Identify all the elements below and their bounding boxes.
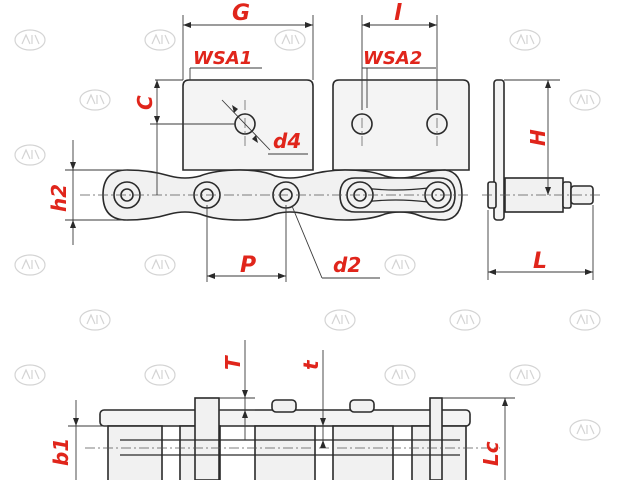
dimension-lines: [65, 15, 594, 282]
label-G: G: [232, 1, 250, 26]
label-d2: d2: [333, 253, 361, 277]
label-WSA2: WSA2: [363, 48, 422, 69]
label-L: L: [533, 249, 547, 274]
dimension-labels: G l WSA1 WSA2 C d4 h2 P d2 H L T t b1 Lc: [47, 1, 550, 466]
label-T: T: [221, 355, 245, 370]
label-P: P: [240, 253, 256, 278]
label-l: l: [394, 1, 402, 26]
logo-watermark-icon: [14, 29, 601, 441]
label-b1: b1: [49, 438, 73, 466]
label-WSA1: WSA1: [193, 48, 252, 69]
label-d4: d4: [273, 129, 301, 153]
label-t: t: [299, 359, 323, 370]
roller: [113, 181, 141, 209]
label-Lc: Lc: [479, 441, 503, 466]
plan-view: [85, 397, 500, 480]
label-h2: h2: [47, 184, 71, 212]
label-C: C: [133, 95, 157, 110]
end-view: [482, 79, 600, 221]
label-H: H: [526, 129, 550, 146]
dimension-lines-bottom: [68, 340, 515, 480]
